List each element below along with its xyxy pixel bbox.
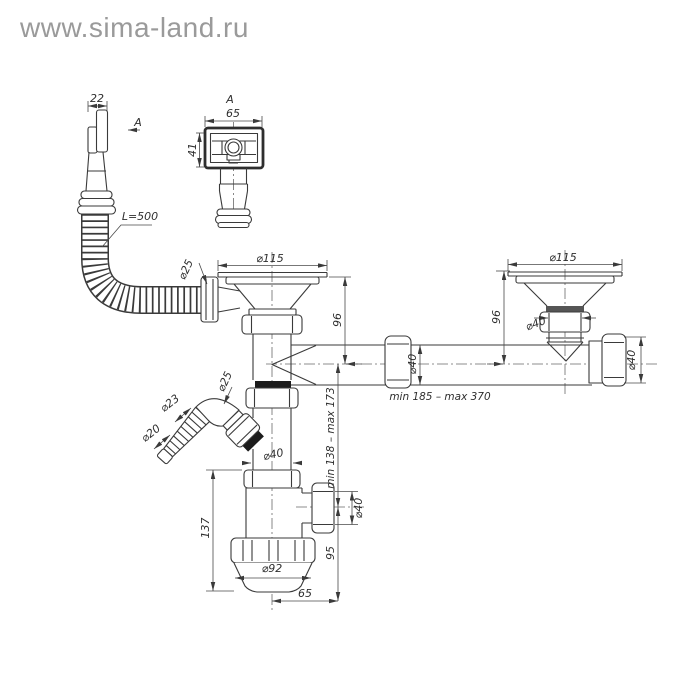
horizontal-outlet-pipe: [291, 333, 627, 389]
washing-machine-inlet-branch: [156, 398, 264, 465]
hose-union-nut: [200, 276, 241, 323]
dim-label-trap-cup-dia: ⌀92: [262, 562, 283, 575]
dim-label-inlet-elbow-dia: ⌀25: [215, 369, 235, 393]
dimensions: [87, 101, 646, 604]
dim-label-left-pipe-dia: ⌀40: [262, 446, 285, 463]
left-sink-strainer-assembly: [217, 271, 328, 470]
dim-label-trap-outlet-offset: 65: [298, 587, 312, 600]
dim-label-right-strainer-dia: ⌀115: [549, 251, 577, 264]
overflow-outlet-front-view: [76, 109, 117, 215]
dim-label-left-strainer-dia: ⌀115: [256, 252, 284, 265]
view-arrow-label: A: [133, 116, 142, 129]
dim-label-pipe-end-dia: ⌀40: [625, 350, 638, 371]
dim-label-trap-outlet-height: 95: [324, 546, 337, 560]
dim-label-vertical-span: min 138 – max 173: [325, 387, 337, 488]
dim-label-inlet-tip-dia: ⌀20: [139, 422, 163, 445]
dim-label-hose-nut-dia: ⌀25: [176, 257, 196, 281]
dim-label-hose-length: L=500: [122, 210, 158, 223]
corrugated-overflow-hose: [81, 214, 202, 314]
right-sink-strainer-assembly: [507, 271, 623, 362]
dim-label-trap-outlet-dia: ⌀40: [352, 498, 365, 519]
dim-label-pipe-mid-dia: ⌀40: [406, 354, 419, 375]
dim-label-overflow-width: 22: [90, 92, 104, 105]
view-a-detail: [203, 126, 265, 229]
watermark: www.sima-land.ru: [20, 12, 249, 43]
dim-label-trap-height: 137: [199, 518, 212, 539]
view-a-title: A: [225, 93, 234, 106]
dim-label-view-a-height: 41: [186, 143, 199, 157]
dim-label-inlet-barb-dia: ⌀23: [158, 392, 182, 415]
dim-label-view-a-width: 65: [226, 107, 240, 120]
dim-label-right-height: 96: [490, 310, 503, 324]
bottle-trap: [230, 469, 335, 593]
dim-label-pipe-span: min 185 – max 370: [389, 391, 491, 403]
dim-label-left-height: 96: [331, 313, 344, 327]
